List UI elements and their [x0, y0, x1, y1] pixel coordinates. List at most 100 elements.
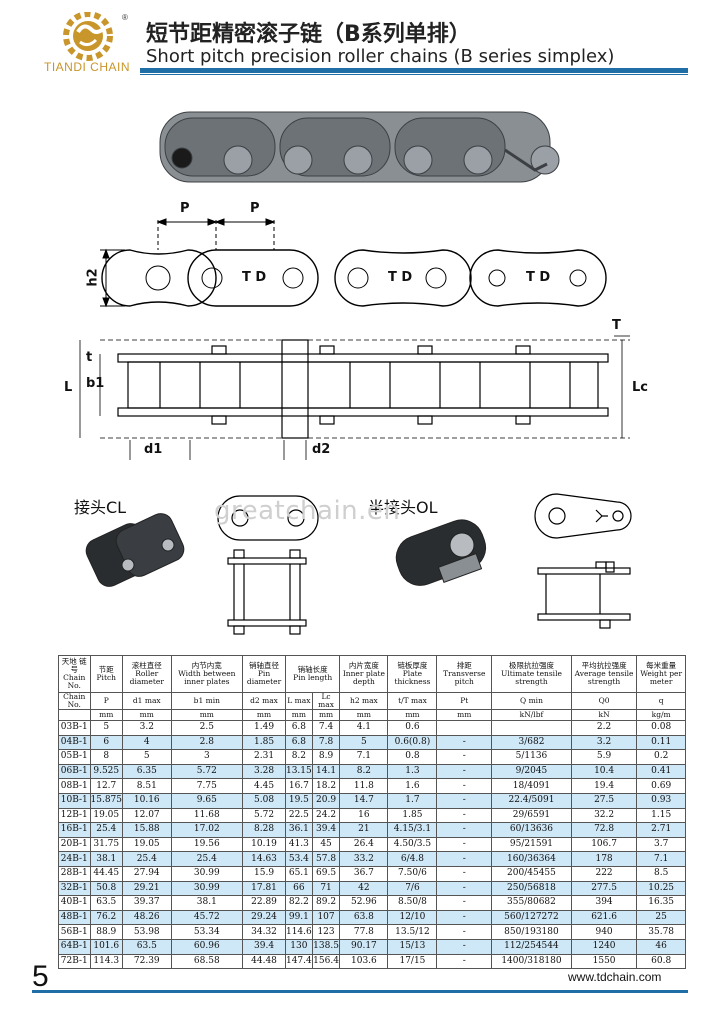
table-cell: 101.6 — [89, 938, 123, 955]
column-unit: mm — [89, 709, 123, 721]
table-cell: - — [436, 938, 493, 955]
table-cell: 114.3 — [89, 953, 123, 970]
watermark: greatchain.en — [214, 496, 401, 526]
Lc-label: Lc — [632, 380, 648, 395]
table-cell: 19.56 — [170, 836, 244, 853]
table-cell: - — [436, 909, 493, 926]
table-cell: 72B-1 — [58, 953, 91, 970]
table-cell: 08B-1 — [58, 778, 91, 794]
logo-text: TIANDI CHAIN — [44, 60, 131, 74]
table-cell: 4.1 — [339, 720, 389, 736]
table-cell: 130 — [284, 938, 313, 955]
table-cell: - — [436, 895, 493, 911]
table-cell: 103.6 — [339, 953, 389, 970]
table-cell: 0.6 — [387, 720, 438, 736]
table-cell: 12/10 — [387, 909, 438, 926]
table-cell: 114.6 — [284, 924, 313, 940]
table-cell: 33.2 — [339, 851, 389, 867]
table-cell: 560/127272 — [491, 909, 572, 926]
column-unit: mm — [436, 709, 493, 721]
table-cell: 05B-1 — [58, 749, 91, 765]
table-cell: 15/13 — [387, 938, 438, 955]
table-cell: 19.5 — [284, 792, 313, 809]
h2-label: h2 — [85, 268, 101, 287]
table-cell: 29/6591 — [491, 807, 572, 824]
table-cell: 06B-1 — [58, 763, 91, 780]
table-cell: 44.45 — [89, 865, 123, 882]
table-cell: - — [436, 865, 493, 882]
td-mark-1: T D — [242, 270, 267, 285]
header-rule-thin — [140, 74, 688, 75]
t-label: t — [86, 350, 93, 365]
table-cell: 13.5/12 — [387, 924, 438, 940]
table-cell: 17.81 — [242, 880, 286, 897]
table-cell: 56B-1 — [58, 924, 91, 940]
column-symbol: t/T max — [387, 692, 438, 710]
table-cell: 17/15 — [387, 953, 438, 970]
table-cell: 0.11 — [636, 734, 686, 751]
connecting-link-photo — [85, 513, 185, 587]
table-cell: 2.31 — [242, 749, 286, 765]
table-cell: 39.37 — [122, 895, 172, 911]
table-cell: 16B-1 — [58, 822, 91, 838]
table-cell: 12B-1 — [58, 807, 91, 824]
page-number: 5 — [32, 960, 49, 993]
table-cell: 95/21591 — [491, 836, 572, 853]
column-symbol: d2 max — [242, 692, 286, 710]
table-cell: 1550 — [570, 953, 638, 970]
table-cell: 5 — [339, 734, 389, 751]
table-cell: 106.7 — [570, 836, 638, 853]
table-cell: 0.8 — [387, 749, 438, 765]
table-cell: 6/4.8 — [387, 851, 438, 867]
table-cell: 32B-1 — [58, 880, 91, 897]
column-symbol: Q0 — [570, 692, 638, 710]
table-cell: 3.2 — [122, 720, 172, 736]
table-cell: 7.75 — [170, 778, 244, 794]
table-cell: 14.7 — [339, 792, 389, 809]
table-cell: 45.72 — [170, 909, 244, 926]
table-cell: 46 — [636, 938, 686, 955]
column-unit: mm — [170, 709, 244, 721]
table-cell: 2.2 — [570, 720, 638, 736]
table-cell: 1.7 — [387, 792, 438, 809]
table-cell: 222 — [570, 865, 638, 882]
table-cell: 5 — [122, 749, 172, 765]
table-cell: 6.8 — [284, 734, 313, 751]
table-cell: 26.4 — [339, 836, 389, 853]
table-cell: 89.2 — [311, 895, 341, 911]
column-unit: mm — [242, 709, 286, 721]
table-cell: 10B-1 — [58, 792, 91, 809]
table-cell: 5.08 — [242, 792, 286, 809]
table-cell: - — [436, 836, 493, 853]
table-cell: 4.50/3.5 — [387, 836, 438, 853]
table-cell: 123 — [311, 924, 341, 940]
table-cell: 200/45455 — [491, 865, 572, 882]
table-cell: 1.49 — [242, 720, 286, 736]
table-cell: 394 — [570, 895, 638, 911]
table-cell: 35.78 — [636, 924, 686, 940]
table-cell: 60.8 — [636, 953, 686, 970]
table-cell: - — [436, 822, 493, 838]
td-mark-2: T D — [388, 270, 413, 285]
d2-label: d2 — [312, 442, 331, 457]
table-cell: 0.93 — [636, 792, 686, 809]
website-link[interactable]: www.tdchain.com — [568, 970, 662, 984]
table-cell: 250/56818 — [491, 880, 572, 897]
table-cell: 69.5 — [311, 865, 341, 882]
table-cell: 0.08 — [636, 720, 686, 736]
column-symbol: P — [89, 692, 123, 710]
table-cell: 15.9 — [242, 865, 286, 882]
table-cell: 20.9 — [311, 792, 341, 809]
table-cell: 8.50/8 — [387, 895, 438, 911]
table-cell: 19.05 — [122, 836, 172, 853]
table-cell: 72.39 — [122, 953, 172, 970]
table-cell: 34.32 — [242, 924, 286, 940]
table-cell: 50.8 — [89, 880, 123, 897]
column-symbol: h2 max — [339, 692, 389, 710]
table-cell: 8.2 — [339, 763, 389, 780]
